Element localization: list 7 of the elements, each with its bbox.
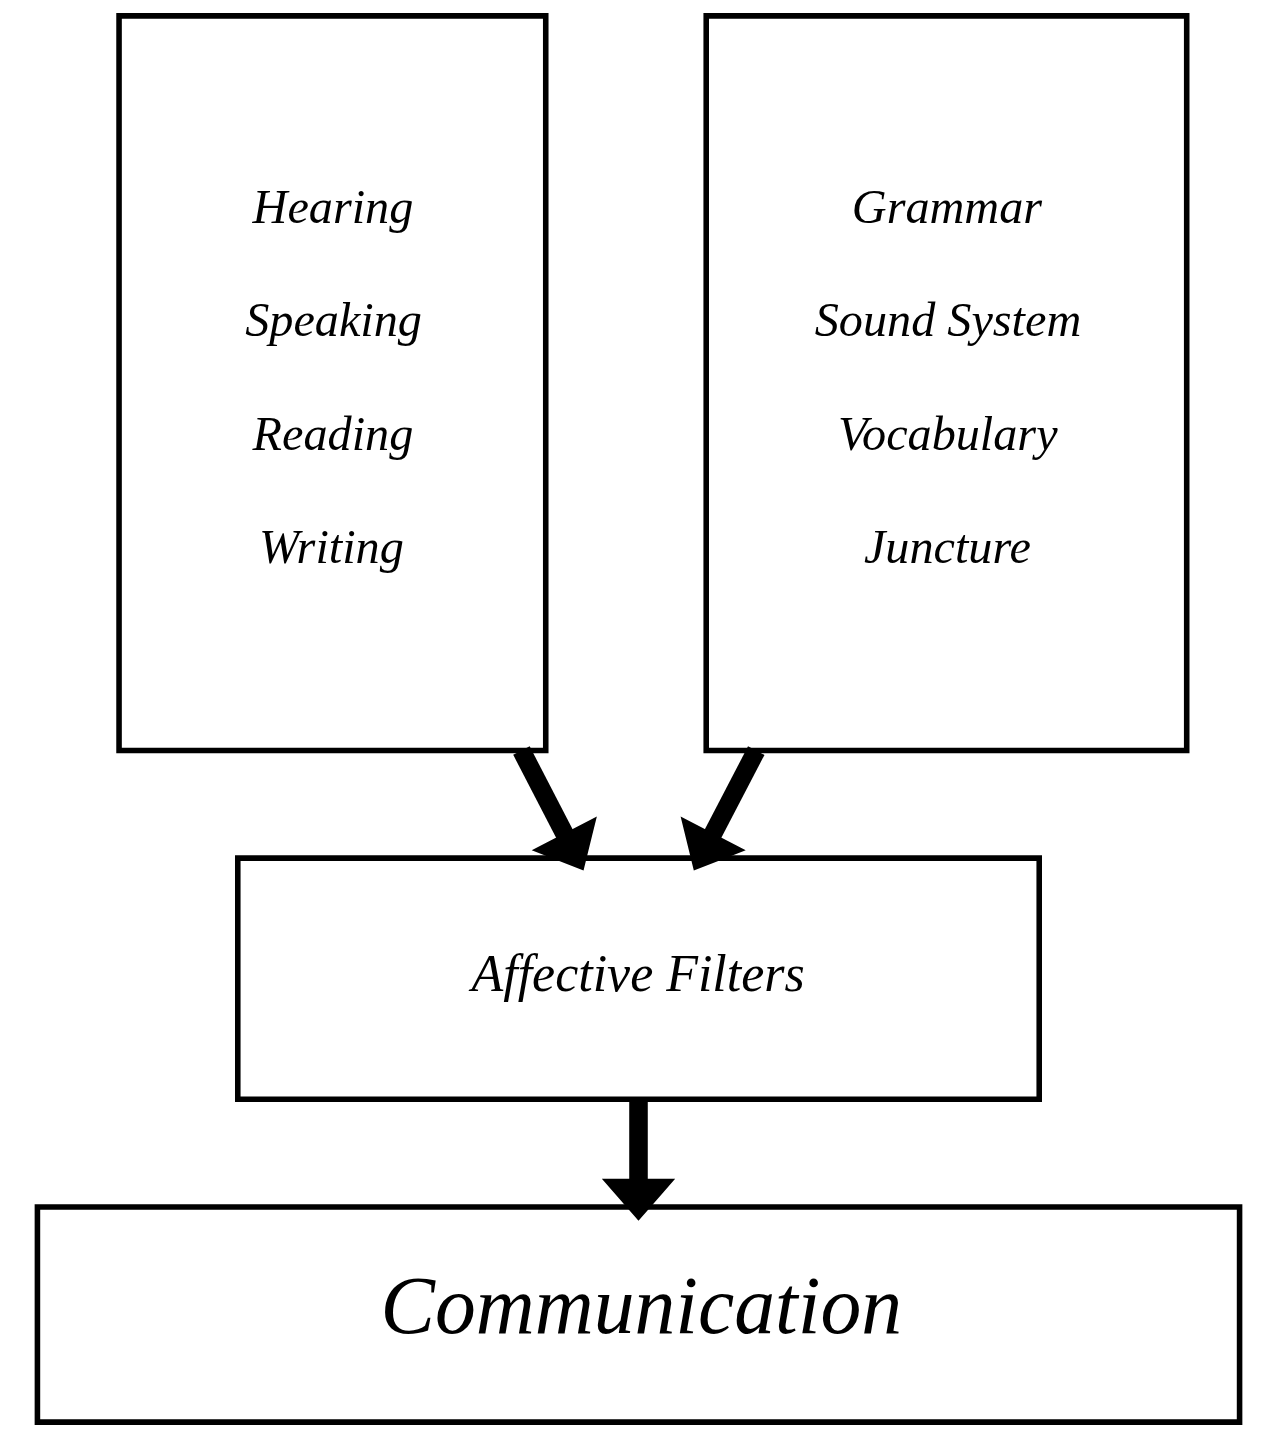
node-box: Hearing Speaking Reading Writing: [116, 13, 549, 754]
node-box: Communication: [34, 1204, 1243, 1425]
arrow: [513, 746, 597, 871]
arrow: [601, 1099, 676, 1221]
node-box: Affective Filters: [235, 855, 1042, 1103]
node-box: Grammar Sound System Vocabulary Juncture: [703, 13, 1190, 754]
arrow: [680, 746, 765, 871]
